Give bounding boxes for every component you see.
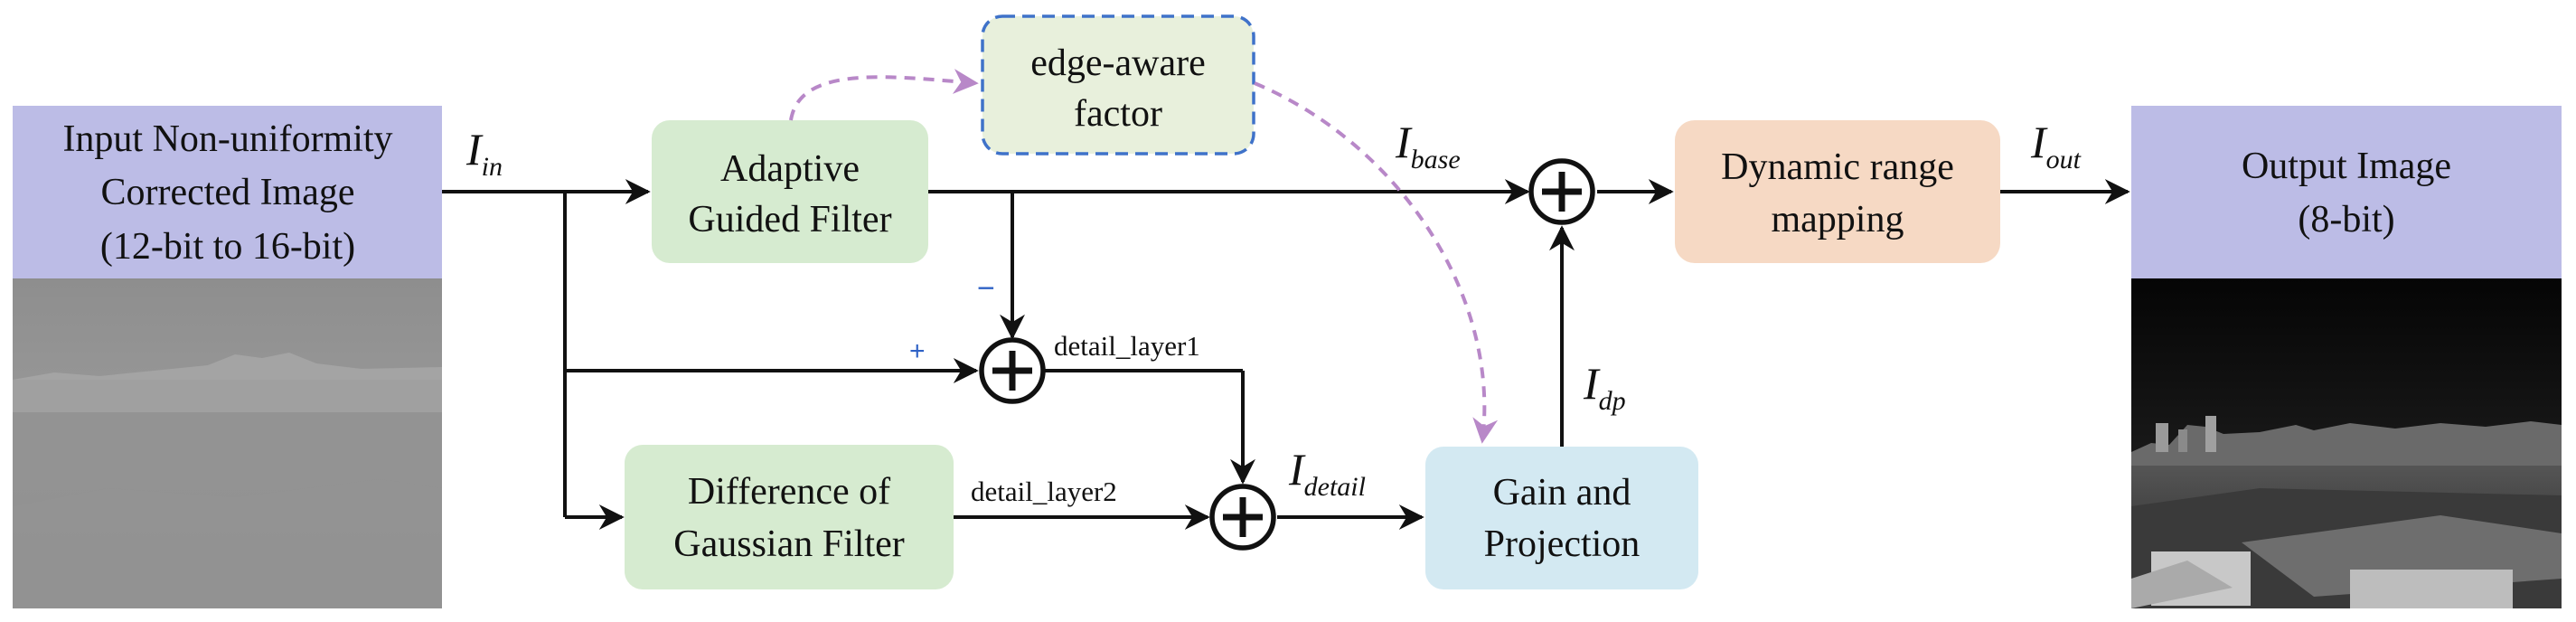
input-image: [13, 278, 442, 608]
output-line-1: Output Image: [2242, 146, 2451, 187]
detail-layer2-label: detail_layer2: [971, 476, 1117, 507]
sum-node-1: [979, 337, 1046, 404]
output-line-2: (8-bit): [2298, 199, 2394, 240]
input-panel: Input Non-uniformity Corrected Image (12…: [13, 106, 442, 608]
detail-layer1-label: detail_layer1: [1054, 330, 1200, 362]
input-line-2: Corrected Image: [100, 172, 354, 213]
edge-factor-line-1: edge-aware: [1030, 42, 1206, 84]
gain-projection-line-2: Projection: [1484, 523, 1641, 565]
signal-base-label: Ibase: [1395, 117, 1461, 174]
guided-to-edge-dashed-arrow: [789, 69, 979, 121]
edge-to-gain-dashed-arrow: [1254, 81, 1499, 444]
input-line-1: Input Non-uniformity: [62, 118, 392, 160]
gain-projection-line-1: Gain and: [1493, 472, 1631, 514]
range-mapping-line-2: mapping: [1772, 199, 1904, 240]
guided-filter-block: Adaptive Guided Filter: [652, 120, 928, 263]
input-label-box: [13, 106, 442, 278]
signal-detail-label: Idetail: [1288, 444, 1366, 502]
guided-filter-line-2: Guided Filter: [688, 199, 891, 240]
guided-filter-line-1: Adaptive: [720, 148, 860, 190]
plus-sign: +: [909, 336, 926, 366]
signal-in-label: Iin: [465, 124, 503, 182]
input-line-3: (12-bit to 16-bit): [100, 226, 355, 268]
output-label-box: [2131, 106, 2562, 278]
edge-factor-block: edge-aware factor: [981, 14, 1255, 156]
range-mapping-block: Dynamic range mapping: [1675, 120, 2000, 263]
dog-filter-block: Difference of Gaussian Filter: [625, 445, 954, 589]
sum-node-2: [1209, 484, 1276, 551]
dog-filter-line-1: Difference of: [688, 471, 890, 513]
edge-factor-influence: [789, 69, 1499, 444]
connections: [442, 179, 2130, 530]
signal-dp-label: Idp: [1583, 358, 1626, 416]
output-image: [2131, 278, 2562, 608]
signal-out-label: Iout: [2030, 117, 2082, 174]
edge-factor-line-2: factor: [1074, 93, 1162, 135]
output-panel: Output Image (8-bit): [2131, 106, 2562, 608]
minus-sign: −: [977, 271, 995, 306]
dog-filter-line-2: Gaussian Filter: [673, 523, 904, 565]
range-mapping-line-1: Dynamic range: [1721, 146, 1954, 188]
gain-projection-block: Gain and Projection: [1425, 447, 1698, 589]
sum-node-3: [1528, 158, 1595, 225]
